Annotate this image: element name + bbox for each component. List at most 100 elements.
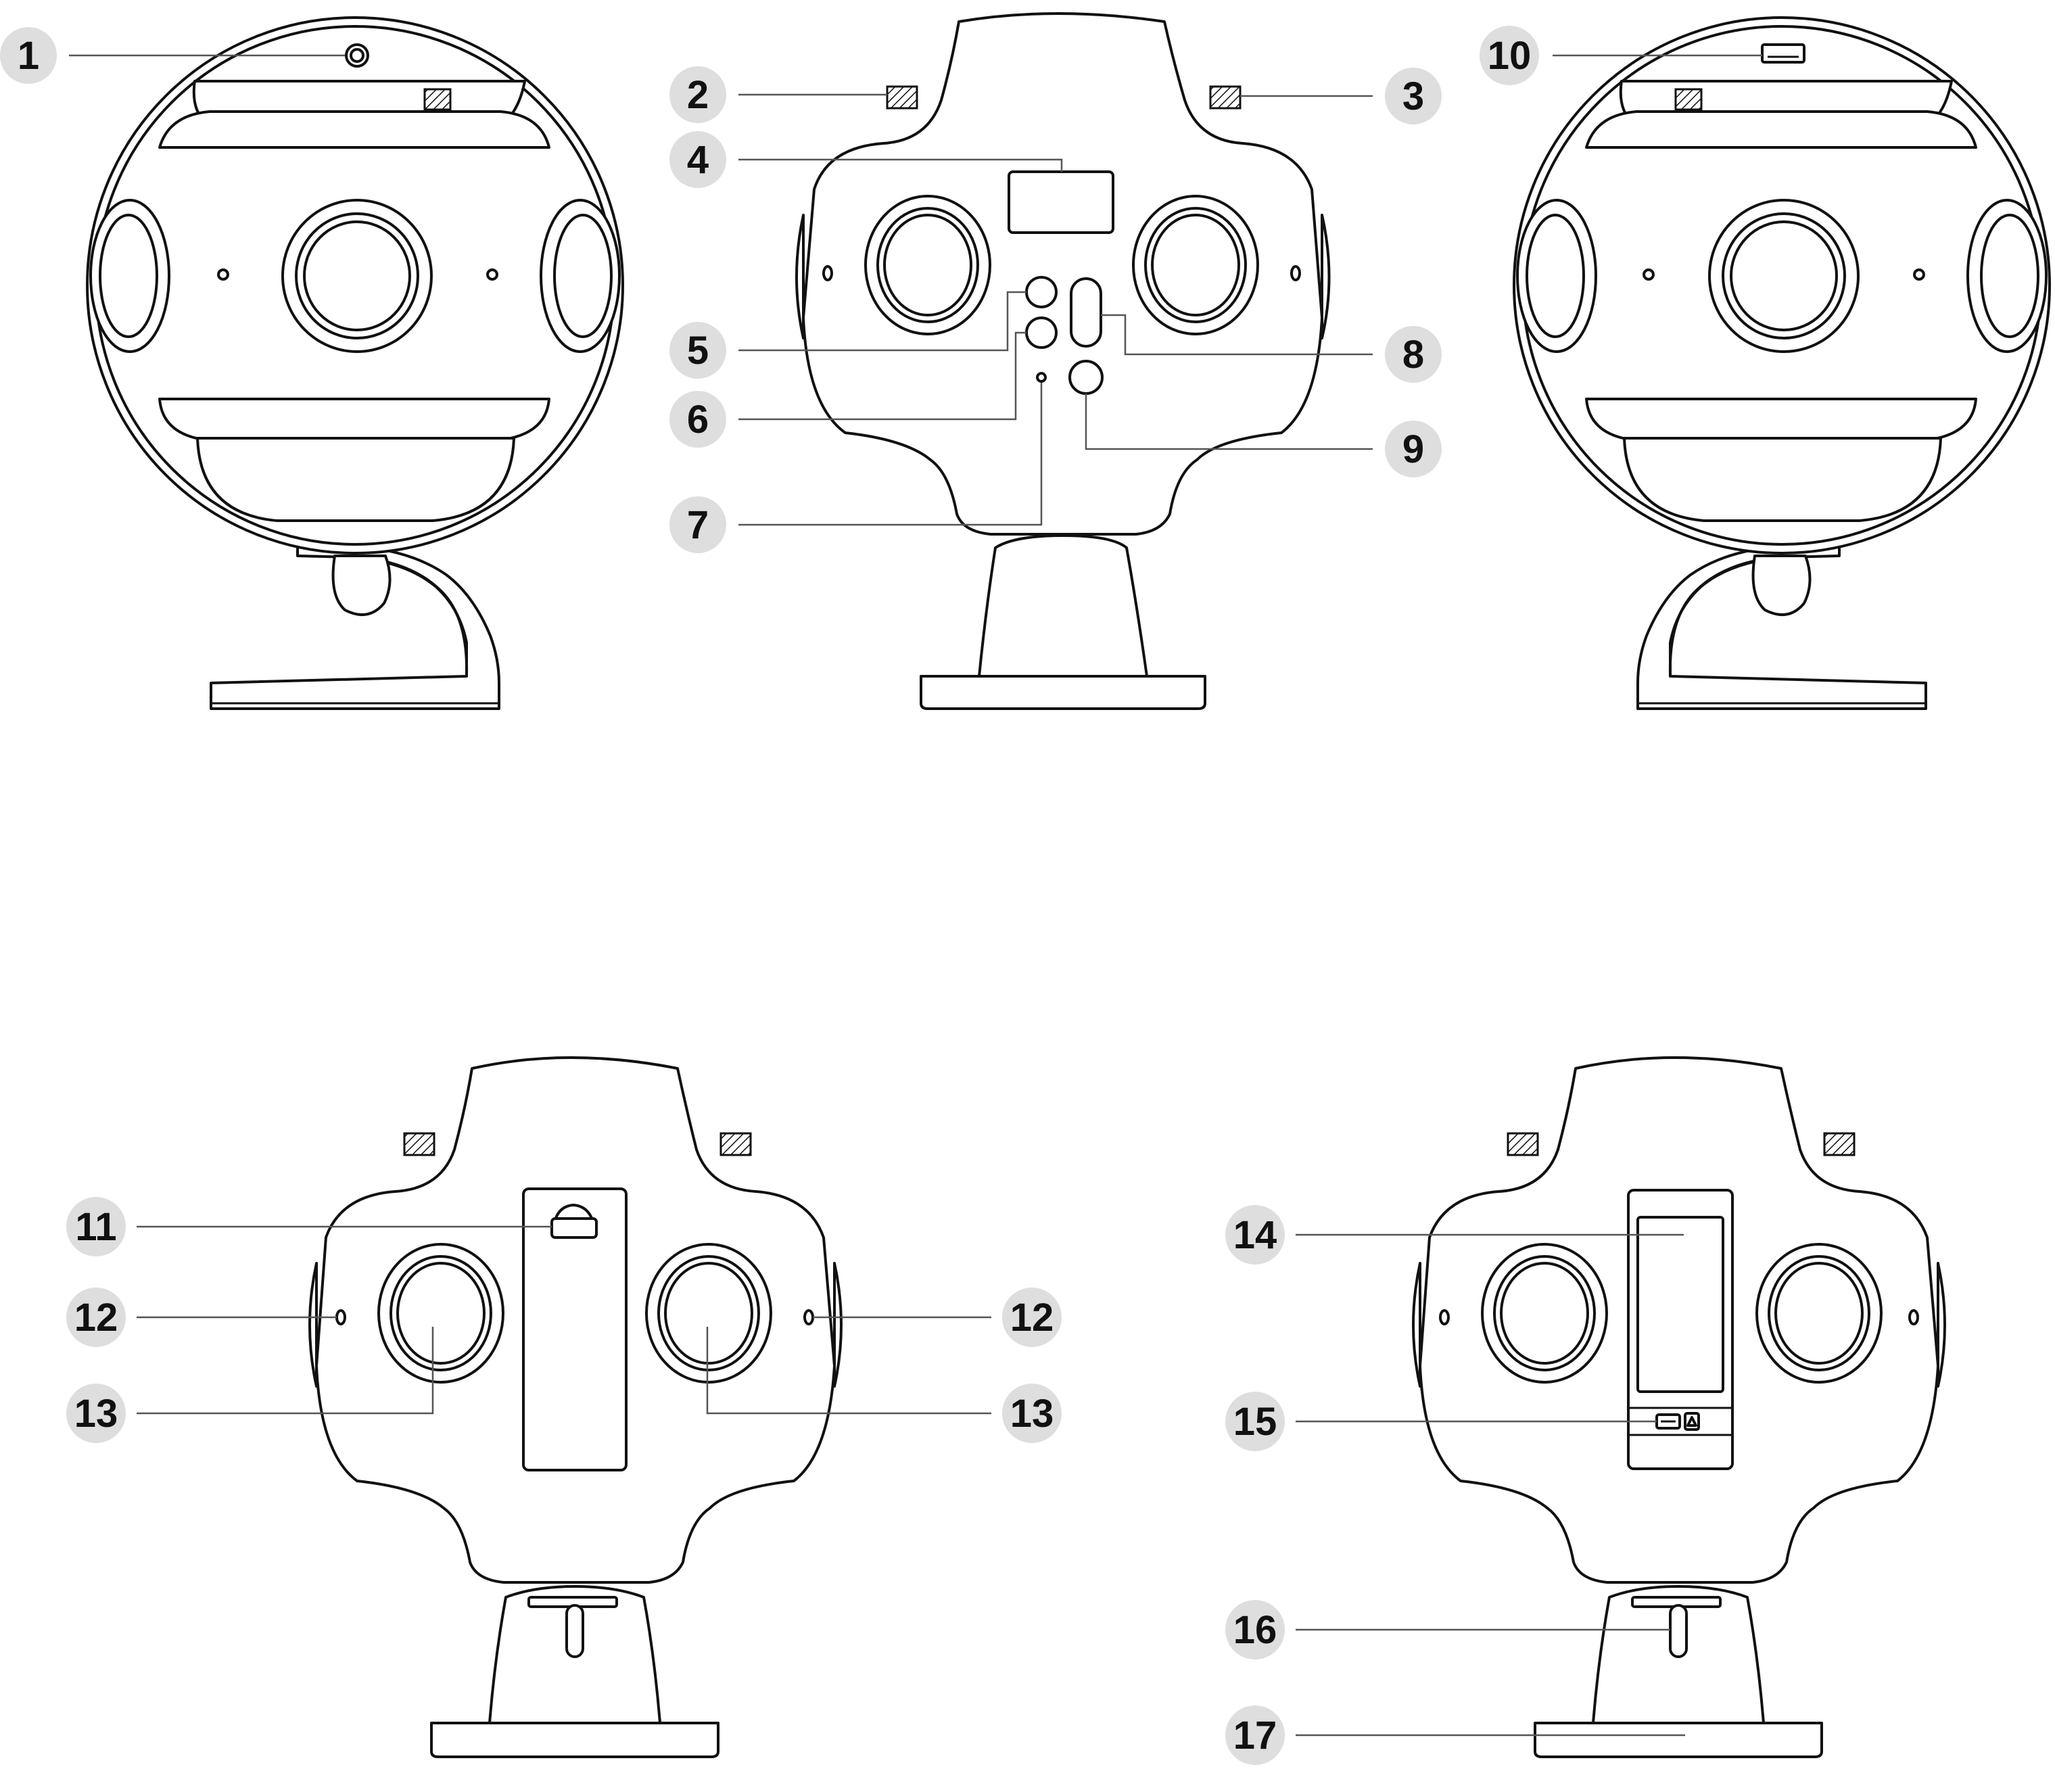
- callout-number: 13: [74, 1392, 118, 1436]
- back-lens-right: [1755, 1243, 1883, 1384]
- control-button-5[interactable]: [1025, 276, 1058, 308]
- callout-c12b: 12: [813, 1288, 1062, 1347]
- stand-base: [920, 675, 1206, 710]
- callout-c13a: 13: [66, 1327, 434, 1443]
- callout-c10: 10: [1480, 26, 1762, 85]
- hatched-mount-left: [403, 1132, 435, 1156]
- mic-hole-right: [803, 1309, 814, 1325]
- side-lens-right: [540, 199, 621, 353]
- front-lens-right: [1132, 195, 1259, 335]
- back-view-door: [308, 1056, 843, 1758]
- front-lens: [281, 199, 433, 353]
- callout-number: 8: [1402, 333, 1424, 377]
- stand-base: [430, 1722, 719, 1758]
- stand-c-arm-mirrored: [1636, 545, 1927, 710]
- front-lens: [1708, 199, 1860, 353]
- callout-number: 7: [687, 503, 709, 547]
- power-button[interactable]: [1068, 360, 1104, 395]
- leader-line: [738, 331, 1026, 421]
- door-latch[interactable]: [550, 1217, 598, 1239]
- leader-line: [1101, 314, 1373, 356]
- mic-hole: [1290, 265, 1301, 281]
- callout-number: 2: [687, 73, 709, 117]
- callout-number: 6: [687, 398, 709, 442]
- callout-badge: [66, 1288, 126, 1347]
- callout-number: 17: [1233, 1714, 1277, 1758]
- hatched-mount-right: [1209, 85, 1242, 110]
- mic-hole: [486, 268, 498, 281]
- leader-line: [738, 158, 1063, 172]
- back-lens-left: [377, 1243, 504, 1384]
- front-lens-left: [864, 195, 991, 335]
- callout-c3: 3: [1240, 68, 1442, 124]
- mic-hole: [1643, 268, 1655, 281]
- hatched-mount-right: [719, 1132, 752, 1156]
- stand-base: [1534, 1722, 1823, 1758]
- top-sensor-1: [345, 43, 369, 68]
- stand-c-arm: [210, 545, 500, 710]
- tripod-screw: [565, 1604, 584, 1658]
- callout-badge: [0, 27, 57, 84]
- back-lens-right: [645, 1243, 772, 1384]
- callout-c6: 6: [669, 331, 1026, 448]
- callout-c5: 5: [669, 291, 1026, 379]
- callout-c15: 15: [1225, 1392, 1657, 1451]
- callout-badge: [1225, 1205, 1285, 1265]
- usb-port: [1761, 43, 1805, 64]
- callout-number: 14: [1233, 1213, 1277, 1257]
- callout-badge: [1385, 68, 1442, 124]
- callout-badge: [669, 322, 726, 379]
- side-lens-left: [1516, 199, 1597, 353]
- control-button-6[interactable]: [1025, 316, 1058, 349]
- callout-number: 5: [687, 329, 709, 373]
- eject-icon: [1684, 1412, 1700, 1431]
- callout-number: 9: [1402, 427, 1424, 471]
- callout-c11: 11: [66, 1197, 552, 1256]
- callout-badge: [1002, 1384, 1062, 1443]
- mic-hole: [822, 265, 833, 281]
- side-lens-left: [89, 199, 170, 353]
- callout-badge: [1225, 1392, 1285, 1451]
- callout-badge: [1385, 326, 1442, 383]
- leader-line: [738, 291, 1026, 352]
- callout-number: 12: [74, 1296, 118, 1340]
- callout-badge: [669, 391, 726, 448]
- callout-badge: [66, 1384, 126, 1443]
- callout-badge: [1480, 26, 1539, 85]
- callout-badge: [1225, 1705, 1285, 1765]
- callout-c17: 17: [1225, 1705, 1685, 1765]
- bottom-cap: [196, 437, 515, 522]
- mic-hole: [217, 268, 229, 281]
- callout-c16: 16: [1225, 1600, 1670, 1659]
- front-view-controls: [795, 12, 1331, 710]
- leader-line: [706, 1327, 991, 1415]
- battery-door[interactable]: [522, 1187, 628, 1471]
- callout-number: 11: [75, 1205, 116, 1249]
- status-display: [1008, 170, 1114, 234]
- side-view-right: [1513, 16, 2051, 710]
- callout-number: 12: [1010, 1296, 1054, 1340]
- callout-number: 4: [687, 138, 709, 182]
- callout-c1: 1: [0, 27, 345, 84]
- mic-hole-right: [1908, 1309, 1919, 1325]
- callout-badge: [669, 66, 726, 123]
- leader-line: [1085, 394, 1373, 450]
- callout-number: 15: [1233, 1400, 1277, 1444]
- callout-c13b: 13: [706, 1327, 1062, 1443]
- touch-screen[interactable]: [1636, 1216, 1724, 1393]
- hatched-mount: [423, 88, 452, 111]
- callout-c9: 9: [1085, 394, 1442, 477]
- callout-badge: [1002, 1288, 1062, 1347]
- callout-number: 1: [18, 34, 39, 78]
- leader-line: [137, 1327, 434, 1415]
- callout-number: 13: [1010, 1392, 1054, 1436]
- stand-neck: [978, 534, 1148, 678]
- hatched-mount: [1674, 88, 1703, 111]
- mic-hole-left: [335, 1309, 346, 1325]
- shutter-button[interactable]: [1070, 277, 1102, 348]
- reset-hole: [1036, 372, 1047, 383]
- callout-badge: [1385, 421, 1442, 477]
